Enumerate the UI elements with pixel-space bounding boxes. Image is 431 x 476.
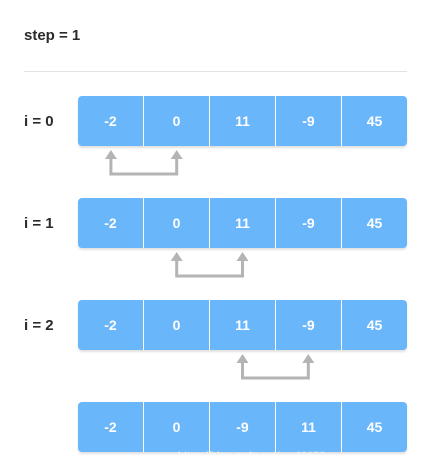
array-cell: -2 <box>104 419 117 435</box>
array-cell: 11 <box>209 96 275 146</box>
swap-connector-line <box>175 260 244 278</box>
row-label-i2: i = 2 <box>24 317 54 334</box>
array-row-result: -2 0 -9 11 45 <box>78 402 407 452</box>
arrowhead-icon <box>302 354 315 363</box>
swap-connector-line <box>109 158 179 176</box>
row-label-i0: i = 0 <box>24 113 54 130</box>
array-cell: 0 <box>143 198 209 248</box>
step-title: step = 1 <box>24 27 81 44</box>
array-cell: -2 <box>104 215 117 231</box>
array-cell: 45 <box>341 402 407 452</box>
array-cell: 45 <box>341 198 407 248</box>
divider <box>24 71 407 72</box>
array-cell: 45 <box>341 96 407 146</box>
array-cell: -2 <box>104 317 117 333</box>
array-cell: 0 <box>143 300 209 350</box>
swap-arrow-icon <box>236 354 315 380</box>
arrowhead-icon <box>236 252 249 261</box>
arrowhead-icon <box>170 252 183 261</box>
row-label-i1: i = 1 <box>24 215 54 232</box>
array-cell: -9 <box>275 198 341 248</box>
arrowhead-icon <box>170 150 183 159</box>
array-cell: -2 <box>104 113 117 129</box>
array-cell: 11 <box>275 402 341 452</box>
array-cell: 11 <box>209 198 275 248</box>
array-row-i2: -2 0 11 -9 45 <box>78 300 407 350</box>
swap-connector-line <box>241 362 310 380</box>
watermark: https://blog.csdn.net/..._46650 <box>178 450 326 462</box>
array-cell: -9 <box>209 402 275 452</box>
array-cell: 0 <box>143 96 209 146</box>
arrowhead-icon <box>104 150 117 159</box>
array-cell: -9 <box>275 300 341 350</box>
arrowhead-icon <box>236 354 249 363</box>
swap-arrow-icon <box>104 150 183 176</box>
array-cell: 0 <box>143 402 209 452</box>
array-cell: -9 <box>275 96 341 146</box>
swap-arrow-icon <box>170 252 249 278</box>
array-cell: 11 <box>209 300 275 350</box>
array-row-i0: -2 0 11 -9 45 <box>78 96 407 146</box>
array-row-i1: -2 0 11 -9 45 <box>78 198 407 248</box>
array-cell: 45 <box>341 300 407 350</box>
